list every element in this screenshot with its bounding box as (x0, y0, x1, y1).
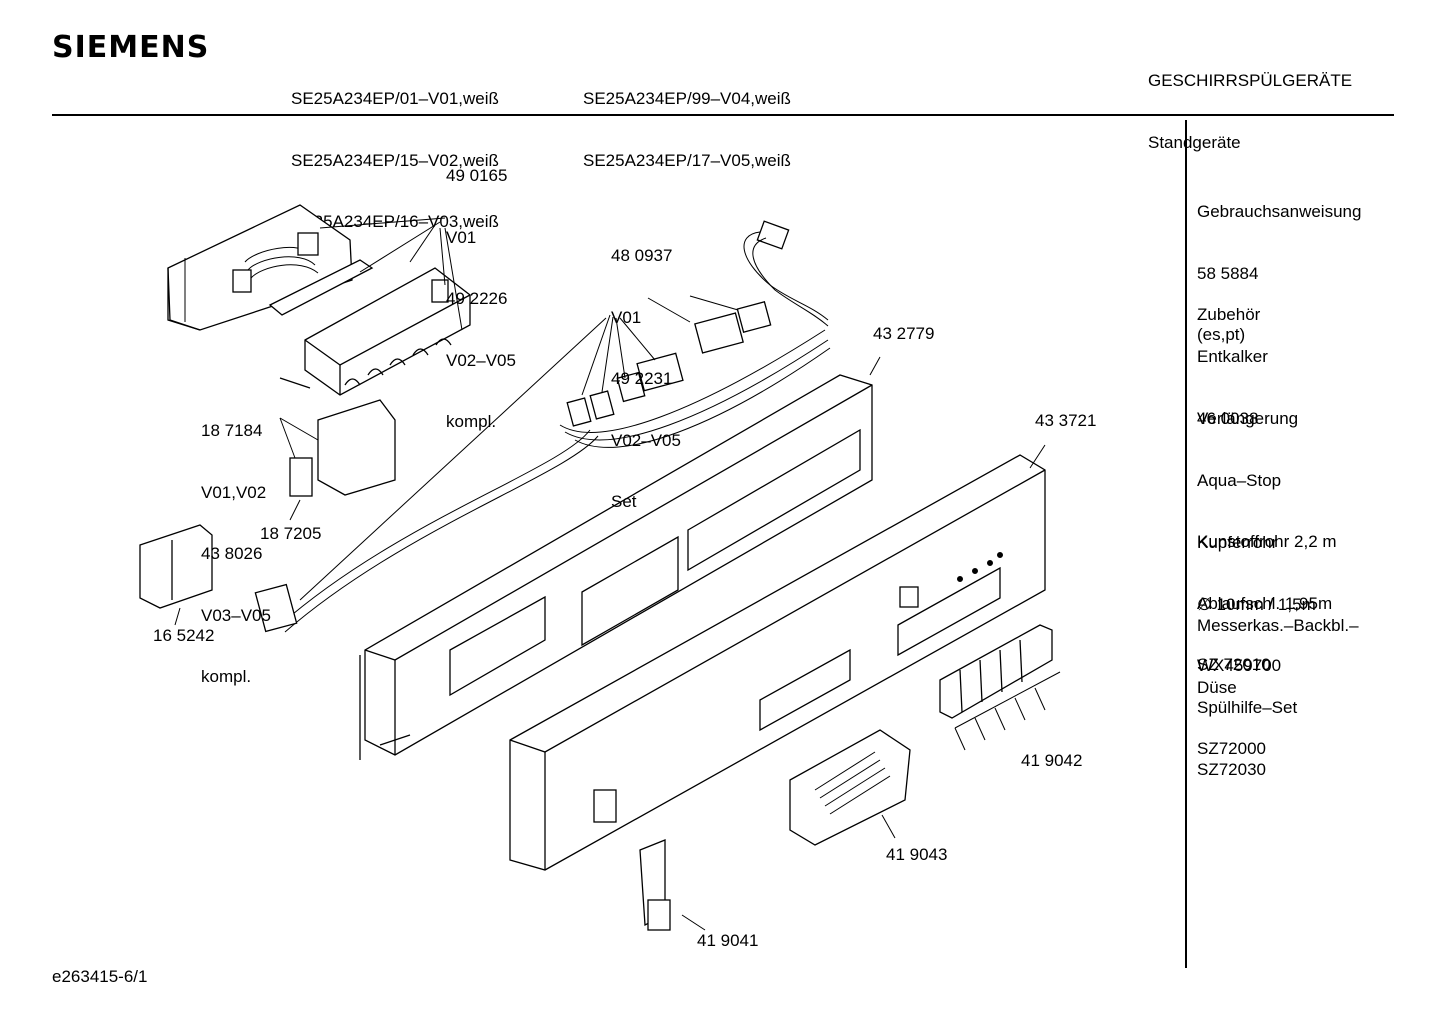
label-419041: 41 9041 (697, 931, 759, 950)
label-line: 43 8026 (201, 544, 263, 563)
sidebar-group-copper-pipe: Kupferrohr ∅ 10mm / 1,5m WX459700 (1197, 492, 1316, 697)
dispenser-419043 (789, 729, 911, 846)
sidebar-line: 46 0038 (1197, 408, 1259, 428)
sidebar-line: Ablaufschl. 1,95m (1197, 593, 1333, 613)
model-line: SE25A234EP/15–V02,weiß (291, 150, 499, 170)
sidebar-line: WX459700 (1197, 656, 1282, 675)
control-panel-432779 (359, 356, 881, 760)
sidebar-line: Verlängerung (1197, 409, 1299, 428)
sidebar-line: Gebrauchsanweisung (1197, 202, 1362, 221)
sidebar-line: Kupferrohr (1197, 533, 1278, 552)
label-line: kompl. (201, 667, 252, 686)
brand-logo: SIEMENS (52, 30, 210, 65)
sidebar-line: Kunstoffrohr 2,2 m (1197, 532, 1337, 551)
category-subtitle: Standgeräte (1148, 132, 1241, 152)
sidebar-line: Aqua–Stop (1197, 470, 1282, 490)
sidebar-group-rinse-aid: Spülhilfe–Set SZ72030 (1197, 657, 1297, 801)
sidebar-line: (es,pt) (1197, 325, 1246, 344)
sidebar-line: Spülhilfe–Set (1197, 698, 1298, 717)
leader-lines-480937 (299, 295, 739, 601)
sidebar-divider (1185, 120, 1187, 968)
label-line: 48 0937 (611, 246, 673, 265)
relay-165242 (139, 524, 213, 626)
label-187184: 18 7184 V01,V02 43 8026 V03–V05 kompl. (201, 380, 271, 708)
label-line: V01 (611, 307, 642, 327)
label-line: V02–V05 (611, 430, 681, 450)
label-line: V01 (446, 227, 477, 247)
label-line: kompl. (446, 412, 497, 431)
model-list-col2: SE25A234EP/99–V04,weiß SE25A234EP/17–V05… (583, 48, 791, 192)
handle-419041 (639, 839, 706, 931)
sidebar-line: SZ72030 (1197, 759, 1266, 779)
sidebar-group-extension: Verlängerung Aqua–Stop Kunstoffrohr 2,2 … (1197, 368, 1337, 696)
leader-lines-490165 (319, 217, 463, 331)
label-line: Set (611, 492, 637, 511)
sidebar-line: SZ72000 (1197, 739, 1266, 758)
sidebar-line: Zubehör (1197, 305, 1261, 324)
exploded-parts-diagram (139, 204, 1061, 931)
control-module-490165 (167, 204, 471, 396)
sidebar-line: ∅ 10mm / 1,5m (1197, 594, 1316, 614)
label-line: V02–V05 (446, 350, 516, 370)
label-432779: 43 2779 (873, 324, 935, 343)
label-line: V01,V02 (201, 482, 267, 502)
label-433721: 43 3721 (1035, 411, 1097, 430)
label-line: 49 2226 (446, 289, 508, 308)
label-line: 49 2231 (611, 369, 673, 388)
label-line: 18 7184 (201, 421, 263, 440)
sidebar-line: Messerkas.–Backbl.– (1197, 616, 1359, 635)
label-line: V03–V05 (201, 605, 271, 625)
drawing-id: e263415-6/1 (52, 967, 148, 986)
sidebar-line: 58 5884 (1197, 263, 1259, 283)
sidebar-group-manual: Gebrauchsanweisung 58 5884 (es,pt) (1197, 161, 1361, 366)
label-419042: 41 9042 (1021, 751, 1083, 770)
buttons-419042 (939, 624, 1061, 751)
model-line: SE25A234EP/17–V05,weiß (583, 150, 791, 170)
label-line: 49 0165 (446, 166, 508, 185)
model-list-col1: SE25A234EP/01–V01,weiß SE25A234EP/15–V02… (291, 48, 499, 253)
model-line: SE25A234EP/99–V04,weiß (583, 89, 791, 108)
label-490165: 49 0165 V01 49 2226 V02–V05 kompl. (446, 125, 516, 453)
category-title: GESCHIRRSPÜLGERÄTE (1148, 71, 1353, 90)
label-165242: 16 5242 (153, 626, 215, 645)
label-480937: 48 0937 V01 49 2231 V02–V05 Set (611, 205, 681, 533)
front-panel-433721 (509, 444, 1046, 871)
header-divider (52, 114, 1394, 116)
category-heading: GESCHIRRSPÜLGERÄTE Standgeräte (1148, 30, 1352, 174)
switch-187184 (279, 399, 396, 521)
sidebar-line: Düse (1197, 677, 1237, 697)
model-line: SE25A234EP/01–V01,weiß (291, 89, 499, 108)
label-419043: 41 9043 (886, 845, 948, 864)
sidebar-group-descaler: Entkalker 46 0038 (1197, 306, 1268, 450)
sidebar-line: SZ 72010 (1197, 655, 1271, 674)
label-187205: 18 7205 (260, 524, 322, 543)
sidebar-line: Entkalker (1197, 347, 1268, 366)
wiring-harness-480937 (254, 220, 831, 633)
sidebar-group-accessories: Zubehör (1197, 264, 1260, 346)
sidebar-group-nozzle: Messerkas.–Backbl.– Düse SZ72000 (1197, 575, 1359, 780)
